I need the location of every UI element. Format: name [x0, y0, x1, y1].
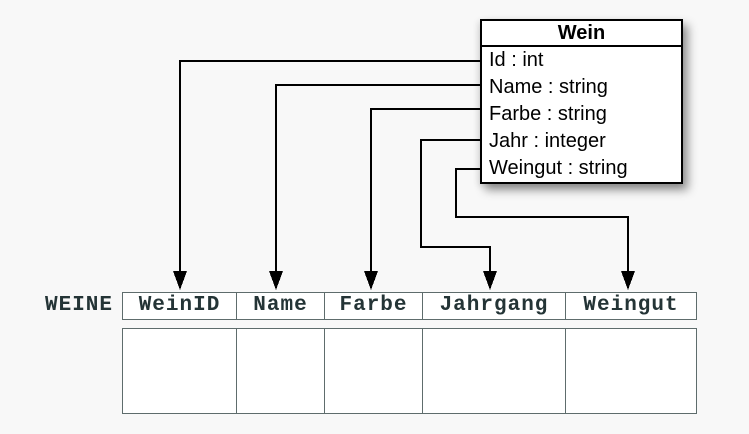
connector-jahr-to-jahrgang [420, 139, 491, 272]
arrowhead-weinid [173, 271, 187, 290]
class-attribute-weingut: Weingut : string [489, 157, 628, 179]
table-header-row: WeinID Name Farbe Jahrgang Weingut [122, 292, 697, 320]
table-body-cell-name [237, 329, 325, 413]
arrowhead-name [269, 271, 283, 290]
column-header-weinid: WeinID [123, 293, 237, 319]
column-header-name: Name [237, 293, 325, 319]
class-title: Wein [482, 21, 681, 47]
table-body-cell-farbe [325, 329, 423, 413]
table-body-cell-weinid [123, 329, 237, 413]
table-body-cell-jahrgang [423, 329, 566, 413]
column-header-farbe: Farbe [325, 293, 423, 319]
class-box-wein: Wein Id : int Name : string Farbe : stri… [480, 19, 683, 184]
table-name-label: WEINE [44, 294, 113, 317]
class-attribute-farbe: Farbe : string [489, 103, 607, 125]
class-attribute-id: Id : int [489, 49, 544, 71]
class-attribute-name: Name : string [489, 76, 608, 98]
connector-weingut-to-weingut [455, 168, 629, 272]
arrowhead-jahrgang [483, 271, 497, 290]
connector-id-to-weinid [179, 60, 480, 272]
connector-name-to-name [275, 84, 480, 272]
arrowhead-farbe [364, 271, 378, 290]
arrowhead-weingut [621, 271, 635, 290]
table-body-row [122, 328, 697, 414]
class-attribute-list: Id : int Name : string Farbe : string Ja… [482, 47, 681, 182]
connector-farbe-to-farbe [370, 108, 480, 272]
class-attribute-jahr: Jahr : integer [489, 130, 606, 152]
column-header-jahrgang: Jahrgang [423, 293, 566, 319]
table-body-cell-weingut [566, 329, 696, 413]
column-header-weingut: Weingut [583, 294, 679, 317]
